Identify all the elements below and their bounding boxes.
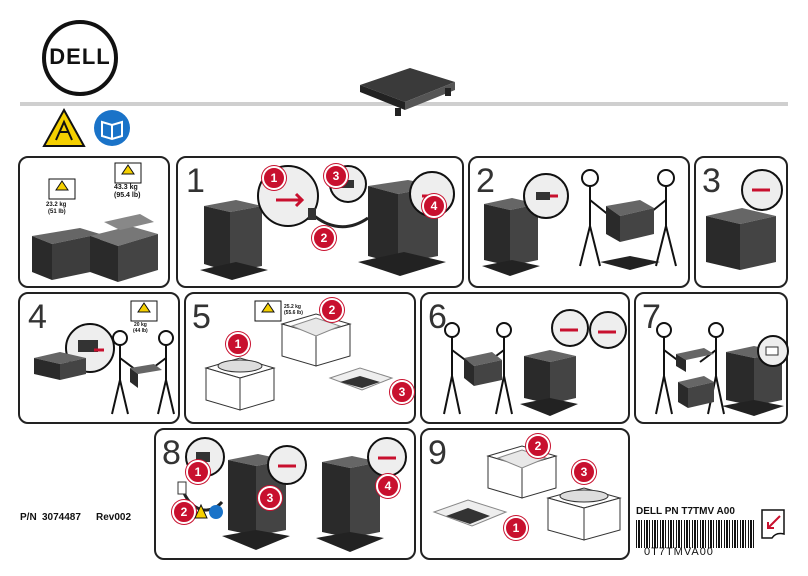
step-4-panel: 4 20 kg (44 lb) bbox=[18, 292, 180, 424]
detail-circle bbox=[740, 168, 784, 212]
printer-illustration bbox=[200, 192, 270, 282]
stand-illustration bbox=[350, 60, 460, 120]
tipping-warning-icon bbox=[42, 107, 86, 148]
step-8-panel: 8 1 2 3 4 bbox=[154, 428, 416, 560]
step-5-panel: 5 25.2 kg (55.6 lb) 1 2 3 bbox=[184, 292, 416, 424]
cable-illustration bbox=[308, 204, 378, 234]
step-number: 4 bbox=[28, 298, 47, 336]
detail-circle bbox=[522, 172, 570, 220]
lift-warning-icon-2 bbox=[114, 162, 142, 184]
step-number: 3 bbox=[702, 162, 721, 200]
dell-logo: DELL bbox=[40, 18, 120, 98]
revision: Rev002 bbox=[96, 512, 132, 523]
detail-circle bbox=[266, 444, 308, 486]
callout-3: 3 bbox=[324, 164, 348, 188]
step-2-panel: 2 bbox=[468, 156, 690, 288]
two-person-lift-illustration bbox=[436, 320, 520, 420]
step-9-panel: 9 2 1 3 bbox=[420, 428, 630, 560]
dell-part-number: DELL PN T7TMV A00 bbox=[636, 506, 735, 517]
step4-weight: 20 kg bbox=[134, 322, 147, 328]
detail-circle bbox=[756, 334, 790, 368]
step5-weight-lb: (55.6 lb) bbox=[284, 310, 303, 316]
step-number: 7 bbox=[642, 298, 661, 336]
printer-illustration bbox=[316, 452, 386, 556]
callout-3: 3 bbox=[258, 486, 282, 510]
caution-icons bbox=[194, 503, 224, 520]
light-weight: 23.2 kg bbox=[46, 202, 67, 208]
two-person-lift-illustration bbox=[650, 320, 732, 420]
callout-2: 2 bbox=[172, 500, 196, 524]
box-illustration bbox=[200, 348, 280, 418]
callout-1: 1 bbox=[262, 166, 286, 190]
step-number: 5 bbox=[192, 298, 211, 336]
heavy-weight-lb: (95.4 lb) bbox=[114, 192, 141, 199]
stand-illustration bbox=[430, 492, 510, 546]
callout-3: 3 bbox=[390, 380, 414, 404]
step-number: 2 bbox=[476, 162, 495, 200]
tray-illustration bbox=[30, 348, 90, 388]
callout-1: 1 bbox=[186, 460, 210, 484]
heavy-weight: 43.3 kg bbox=[114, 184, 138, 191]
step-number: 9 bbox=[428, 434, 447, 472]
lift-warning-icon bbox=[48, 178, 76, 200]
step5-weight: 25.2 kg bbox=[284, 304, 301, 310]
page-curl-icon bbox=[758, 506, 788, 542]
callout-2: 2 bbox=[312, 226, 336, 250]
read-manual-icon bbox=[92, 108, 132, 148]
callout-2: 2 bbox=[320, 298, 344, 322]
light-weight-lb: (51 lb) bbox=[48, 209, 66, 215]
step-1-panel: 1 1 3 2 4 bbox=[176, 156, 464, 288]
weight-panel: 23.2 kg (51 lb) 43.3 kg (95.4 lb) bbox=[18, 156, 170, 288]
stand-illustration bbox=[326, 360, 396, 410]
part-number: 3074487 bbox=[42, 512, 81, 523]
detail-circle bbox=[550, 308, 590, 348]
callout-2: 2 bbox=[526, 434, 550, 458]
callout-4: 4 bbox=[376, 474, 400, 498]
step-number: 1 bbox=[186, 162, 205, 200]
lift-warning-icon bbox=[130, 300, 158, 322]
printer-illustration bbox=[520, 344, 580, 420]
dell-logo-text: DELL bbox=[49, 44, 111, 69]
part-number-label: P/N bbox=[20, 512, 37, 523]
barcode bbox=[636, 520, 756, 548]
two-person-lift-illustration bbox=[104, 328, 178, 420]
step4-weight-lb: (44 lb) bbox=[133, 328, 148, 334]
callout-3: 3 bbox=[572, 460, 596, 484]
lift-warning-icon bbox=[254, 300, 282, 322]
callout-1: 1 bbox=[504, 516, 528, 540]
barcode-text: 0T7TMVA00 bbox=[644, 546, 714, 558]
printer-illustration bbox=[30, 214, 160, 284]
callout-1: 1 bbox=[226, 332, 250, 356]
box-illustration bbox=[542, 476, 626, 550]
printer-illustration bbox=[702, 200, 782, 280]
step-7-panel: 7 bbox=[634, 292, 790, 424]
detail-circle bbox=[366, 436, 408, 478]
step-number: 6 bbox=[428, 298, 447, 336]
two-person-lift-illustration bbox=[570, 166, 686, 282]
step-number: 8 bbox=[162, 434, 181, 472]
callout-4: 4 bbox=[422, 194, 446, 218]
detail-circle bbox=[588, 310, 628, 350]
step-3-panel: 3 bbox=[694, 156, 788, 288]
step-6-panel: 6 bbox=[420, 292, 630, 424]
